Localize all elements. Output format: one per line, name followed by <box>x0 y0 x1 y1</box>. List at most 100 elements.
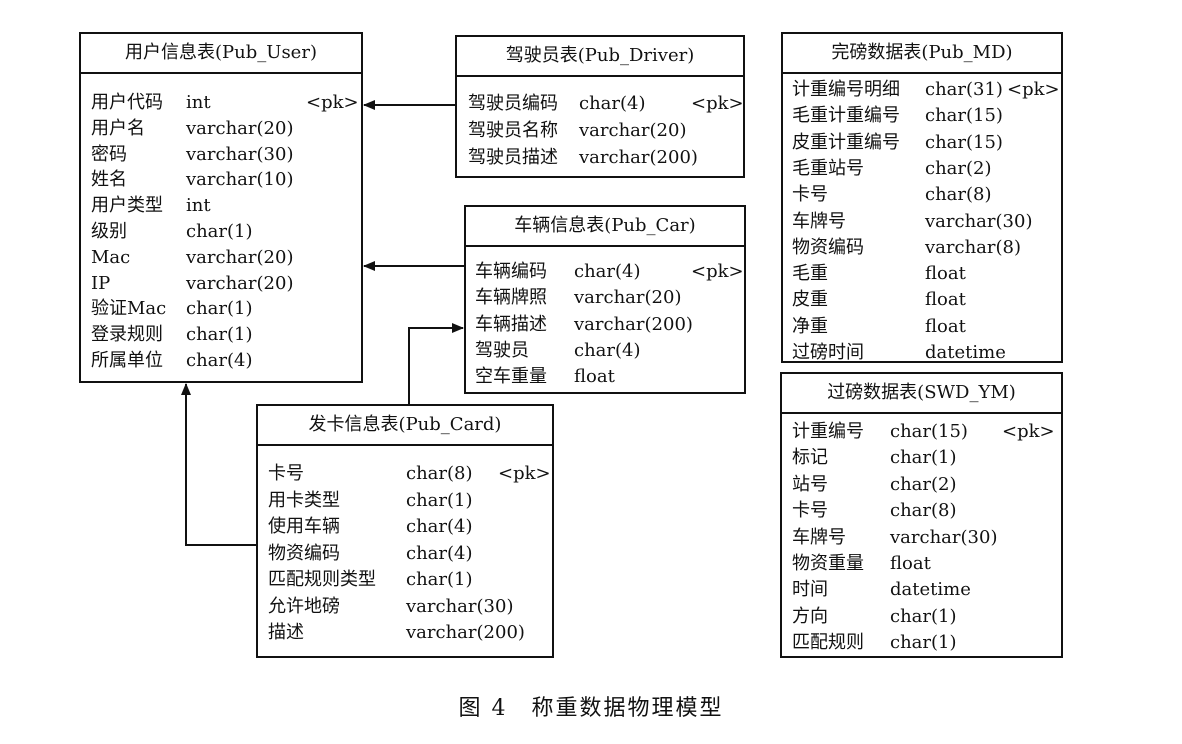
field-type: varchar(200) <box>574 313 693 335</box>
table-row: 时间 datetime <box>782 577 1061 603</box>
field-type: char(4) <box>574 261 641 282</box>
field-name: 时间 <box>792 579 828 601</box>
field-name: 皮重计重编号 <box>792 131 900 153</box>
field-key: <pk> <box>691 261 744 282</box>
field-type: char(1) <box>406 489 473 511</box>
field-name: 毛重计重编号 <box>792 105 900 127</box>
table-row: 标记 char(1) <box>782 445 1061 471</box>
table-title: 过磅数据表(SWD_YM) <box>782 374 1061 414</box>
field-type: char(15) <box>925 105 1003 127</box>
field-type: char(8) <box>890 500 957 522</box>
field-name: IP <box>91 272 111 294</box>
field-type: char(4) <box>406 516 473 537</box>
table-row: 密码 varchar(30) <box>81 142 361 168</box>
field-type: varchar(20) <box>579 120 687 141</box>
field-name: 车辆牌照 <box>475 287 547 309</box>
field-type: varchar(20) <box>186 246 294 268</box>
field-type: char(15) <box>890 421 968 442</box>
field-type: varchar(20) <box>186 272 294 294</box>
field-name: 卡号 <box>268 463 304 484</box>
figure-caption: 图 4 称重数据物理模型 <box>458 696 724 721</box>
field-type: varchar(200) <box>406 622 525 643</box>
card-to-car-arrow <box>408 323 464 404</box>
field-name: 密码 <box>91 143 127 165</box>
field-type: char(1) <box>186 221 253 242</box>
field-key: <pk> <box>498 463 551 484</box>
field-name: 车辆描述 <box>475 313 547 335</box>
field-type: char(8) <box>925 184 992 206</box>
field-name: 卡号 <box>792 500 828 522</box>
field-type: datetime <box>925 342 1006 363</box>
field-name: 物资编码 <box>792 236 864 258</box>
table-row: 皮重计重编号 char(15) <box>783 130 1061 156</box>
field-key: <pk> <box>691 93 744 114</box>
field-name: 计重编号 <box>792 421 864 442</box>
field-type: varchar(30) <box>406 595 514 617</box>
field-name: 用卡类型 <box>268 489 340 511</box>
field-name: 驾驶员名称 <box>468 120 558 141</box>
field-name: 用户名 <box>91 117 145 139</box>
field-type: char(2) <box>890 473 957 495</box>
table-title: 用户信息表(Pub_User) <box>81 34 361 74</box>
field-name: 匹配规则类型 <box>268 569 376 590</box>
field-name: 用户代码 <box>91 92 163 113</box>
field-key: <pk> <box>1002 421 1055 442</box>
field-name: 标记 <box>792 447 828 469</box>
field-name: 描述 <box>268 622 304 643</box>
field-key: <pk> <box>1007 79 1060 100</box>
field-type: float <box>574 366 615 388</box>
field-name: 计重编号明细 <box>792 79 900 100</box>
table-title: 车辆信息表(Pub_Car) <box>466 207 744 247</box>
field-type: varchar(30) <box>186 143 294 165</box>
field-type: char(4) <box>186 350 253 371</box>
field-type: varchar(10) <box>186 169 294 191</box>
field-name: 车辆编码 <box>475 261 547 282</box>
table-row: 驾驶员名称 varchar(20) <box>457 118 743 144</box>
field-name: 净重 <box>792 315 828 337</box>
field-type: float <box>925 315 966 337</box>
field-name: 登录规则 <box>91 324 163 346</box>
field-name: 驾驶员描述 <box>468 147 558 168</box>
field-type: datetime <box>890 579 971 601</box>
field-type: char(4) <box>579 93 646 114</box>
field-name: 毛重站号 <box>792 157 864 179</box>
table-row: 姓名 varchar(10) <box>81 167 361 193</box>
field-type: varchar(20) <box>186 117 294 139</box>
field-name: 皮重 <box>792 289 828 311</box>
field-type: char(1) <box>890 447 957 469</box>
table-row: IP varchar(20) <box>81 271 361 297</box>
field-name: 姓名 <box>91 169 127 191</box>
field-type: varchar(20) <box>574 287 682 309</box>
field-type: char(15) <box>925 131 1003 153</box>
field-name: 卡号 <box>792 184 828 206</box>
field-name: 物资重量 <box>792 553 864 574</box>
table-row: 用卡类型 char(1) <box>258 488 552 514</box>
field-name: 车牌号 <box>792 526 846 548</box>
field-name: 验证Mac <box>91 298 167 320</box>
table-row: 卡号 char(8) <box>782 498 1061 524</box>
table-row: 计重编号 char(15) <pk> <box>782 419 1061 445</box>
